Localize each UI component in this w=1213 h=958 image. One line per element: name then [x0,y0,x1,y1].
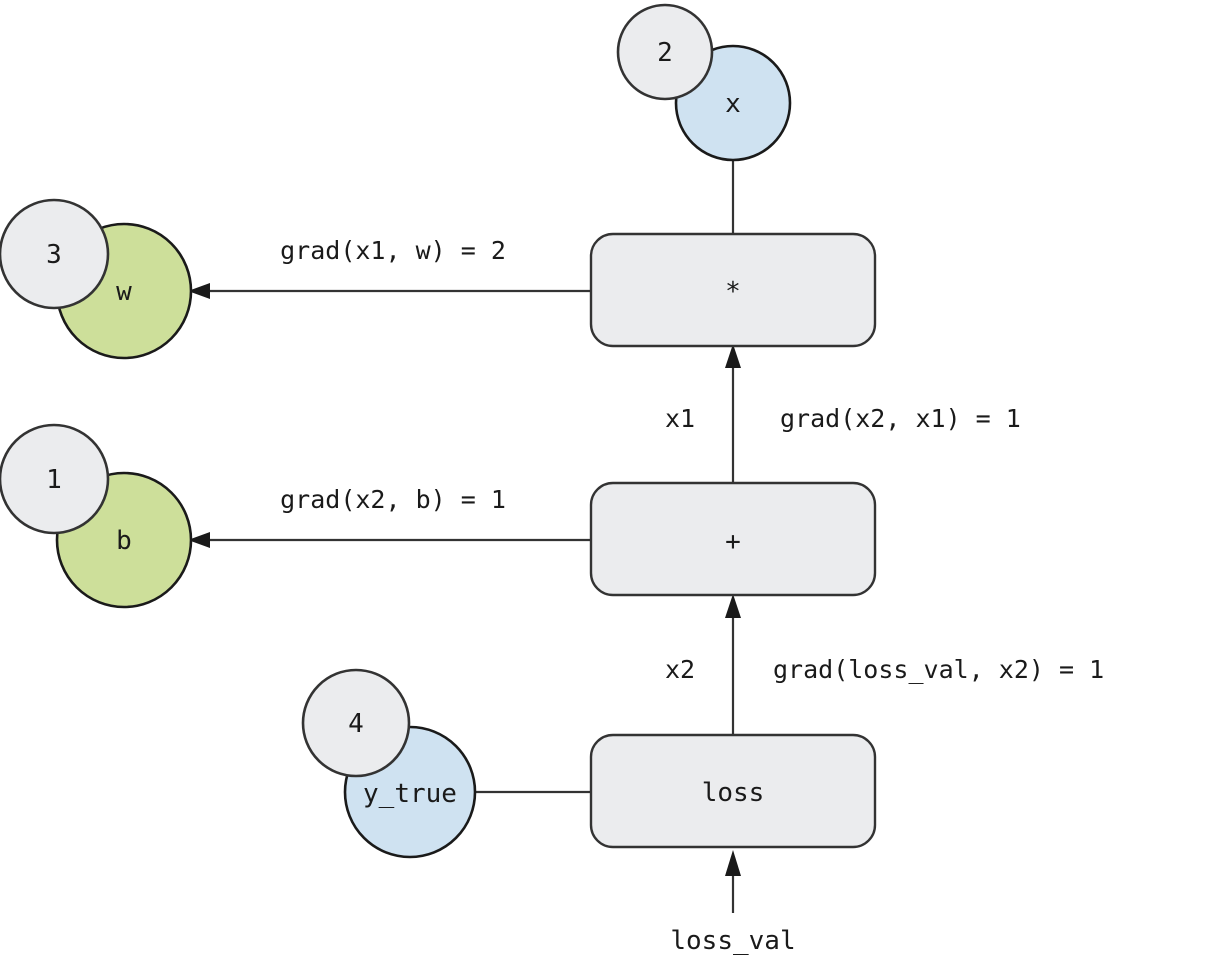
edge-label-grad-x2-x1: grad(x2, x1) = 1 [780,404,1021,433]
arrowhead-lossval-to-loss [725,850,741,876]
edge-label-x1: x1 [665,404,695,433]
node-label-x: x [725,89,741,119]
node-label-b: b [116,526,132,556]
value-bubble-y-true [301,668,411,778]
edge-label-grad-lossval-x2: grad(loss_val, x2) = 1 [773,655,1104,684]
value-bubble-b [0,423,110,535]
op-label-mul: * [725,277,741,307]
value-bubble-w [0,198,110,310]
node-label-w: w [116,277,132,307]
arrowhead-loss-to-add [725,594,741,618]
edge-label-grad-x1-w: grad(x1, w) = 2 [280,236,506,265]
output-label-loss-val: loss_val [670,926,795,956]
edge-label-x2: x2 [665,655,695,684]
arrowhead-add-to-b [188,532,210,548]
op-box-mul[interactable] [589,232,877,348]
edge-label-grad-x2-b: grad(x2, b) = 1 [280,485,506,514]
value-label-w: 3 [46,240,62,270]
value-label-x: 2 [657,38,673,68]
value-label-y-true: 4 [348,709,364,739]
op-label-add: + [725,527,741,557]
value-label-b: 1 [46,465,62,495]
arrowhead-mul-to-w [188,283,210,299]
op-box-loss[interactable] [589,733,877,849]
op-label-loss: loss [702,778,765,808]
arrowhead-add-to-mul [725,344,741,368]
node-label-y-true: y_true [363,779,457,809]
value-bubble-x [616,3,714,101]
op-box-add[interactable] [589,481,877,597]
